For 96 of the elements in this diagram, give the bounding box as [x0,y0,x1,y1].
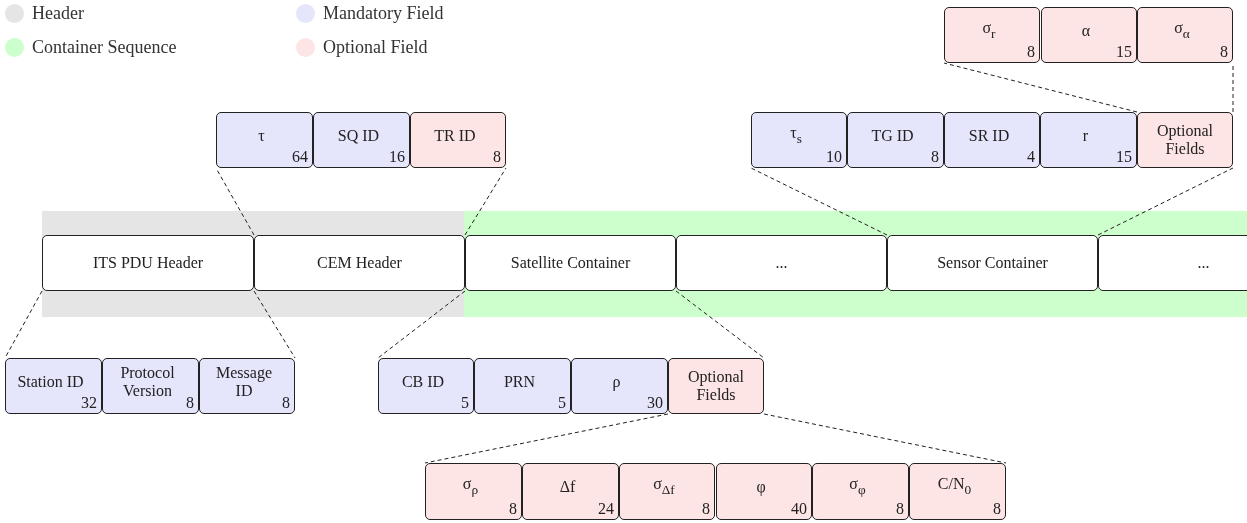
bit-width: 64 [292,148,308,166]
field-name: σ$_{α}$ [1173,19,1191,43]
bit-width: 15 [1116,43,1132,61]
field-name: TG ID [870,126,915,145]
field-name: τ$_{s}$ [789,124,803,148]
field-name: σ$_{ρ}$ [461,475,480,499]
dashed-line [253,290,296,359]
field-box [410,112,506,168]
field-name: σ$_{Δf}$ [652,475,676,499]
field-name: SR ID [967,126,1011,145]
field-box [619,463,715,520]
field-box [425,463,522,520]
field-box [944,7,1040,63]
field-box [909,463,1006,520]
field-box [474,358,571,414]
legend-label: Header [32,3,84,24]
dashed-line [763,413,1007,464]
dashed-line [943,62,1138,113]
dashed-line [377,290,466,359]
legend-label: Mandatory Field [323,3,444,24]
dashed-line [675,290,765,359]
bit-width: 24 [598,500,614,518]
field-box [378,358,474,414]
dashed-line [464,167,507,236]
bit-width: 4 [1027,148,1035,166]
bit-width: 8 [931,148,939,166]
bit-width: 16 [389,148,405,166]
field-box [1040,112,1137,168]
field-name: α [1080,21,1092,40]
bit-width: 5 [558,394,566,412]
field-name: Message ID [215,363,273,400]
bit-width: 8 [509,500,517,518]
field-name: Station ID [16,372,85,391]
bit-width: 15 [1116,148,1132,166]
container-box [887,235,1098,291]
field-name: TR ID [433,126,477,145]
container-box [676,235,887,291]
bit-width: 30 [647,394,663,412]
field-name: Optional Fields [687,368,745,404]
field-name: Δf [558,478,577,497]
field-name: Protocol Version [119,363,176,400]
field-name: τ [257,126,266,145]
dashed-line [1097,167,1234,236]
field-box [944,112,1040,168]
field-box [668,358,764,414]
container-box [1098,235,1247,291]
dashed-line [424,413,669,464]
bit-width: 32 [81,394,97,412]
field-box [102,358,199,414]
field-box [313,112,410,168]
field-box [1137,7,1233,63]
field-name: φ [755,478,767,497]
field-box [199,358,295,414]
field-name: C/N$_{0}$ [936,475,973,499]
container-box [254,235,465,291]
field-name: ρ [611,372,622,391]
container-box [465,235,676,291]
field-name: ... [1196,254,1211,272]
field-name: Optional Fields [1156,122,1214,158]
bit-width: 8 [186,394,194,412]
field-box [847,112,944,168]
bit-width: 8 [896,500,904,518]
field-name: σ$_{r}$ [981,19,997,43]
field-name: r [1081,126,1090,145]
legend-label: Optional Field [323,37,428,58]
field-name: ITS PDU Header [91,254,205,272]
field-box [216,112,313,168]
bit-width: 8 [493,148,501,166]
bit-width: 8 [702,500,710,518]
bit-width: 40 [791,500,807,518]
field-name: CEM Header [316,254,403,272]
field-name: CB ID [400,372,446,391]
field-name: PRN [502,372,537,391]
dashed-line [750,167,888,236]
bit-width: 5 [461,394,469,412]
container-box [42,235,254,291]
field-box [751,112,847,168]
bit-width: 8 [993,500,1001,518]
field-name: Satellite Container [509,254,632,272]
field-name: SQ ID [336,126,381,145]
field-name: ... [774,254,789,272]
field-box [522,463,619,520]
field-name: σ$_{φ}$ [848,475,867,499]
field-box [571,358,668,414]
field-box [1041,7,1137,63]
bit-width: 10 [826,148,842,166]
field-box [812,463,909,520]
bit-width: 8 [1027,43,1035,61]
field-box [1137,112,1233,168]
legend-label: Container Sequence [32,37,177,58]
dashed-line [4,290,43,359]
bit-width: 8 [1220,43,1228,61]
field-box [716,463,812,520]
field-box [5,358,102,414]
field-name: Sensor Container [936,254,1049,272]
bit-width: 8 [282,394,290,412]
